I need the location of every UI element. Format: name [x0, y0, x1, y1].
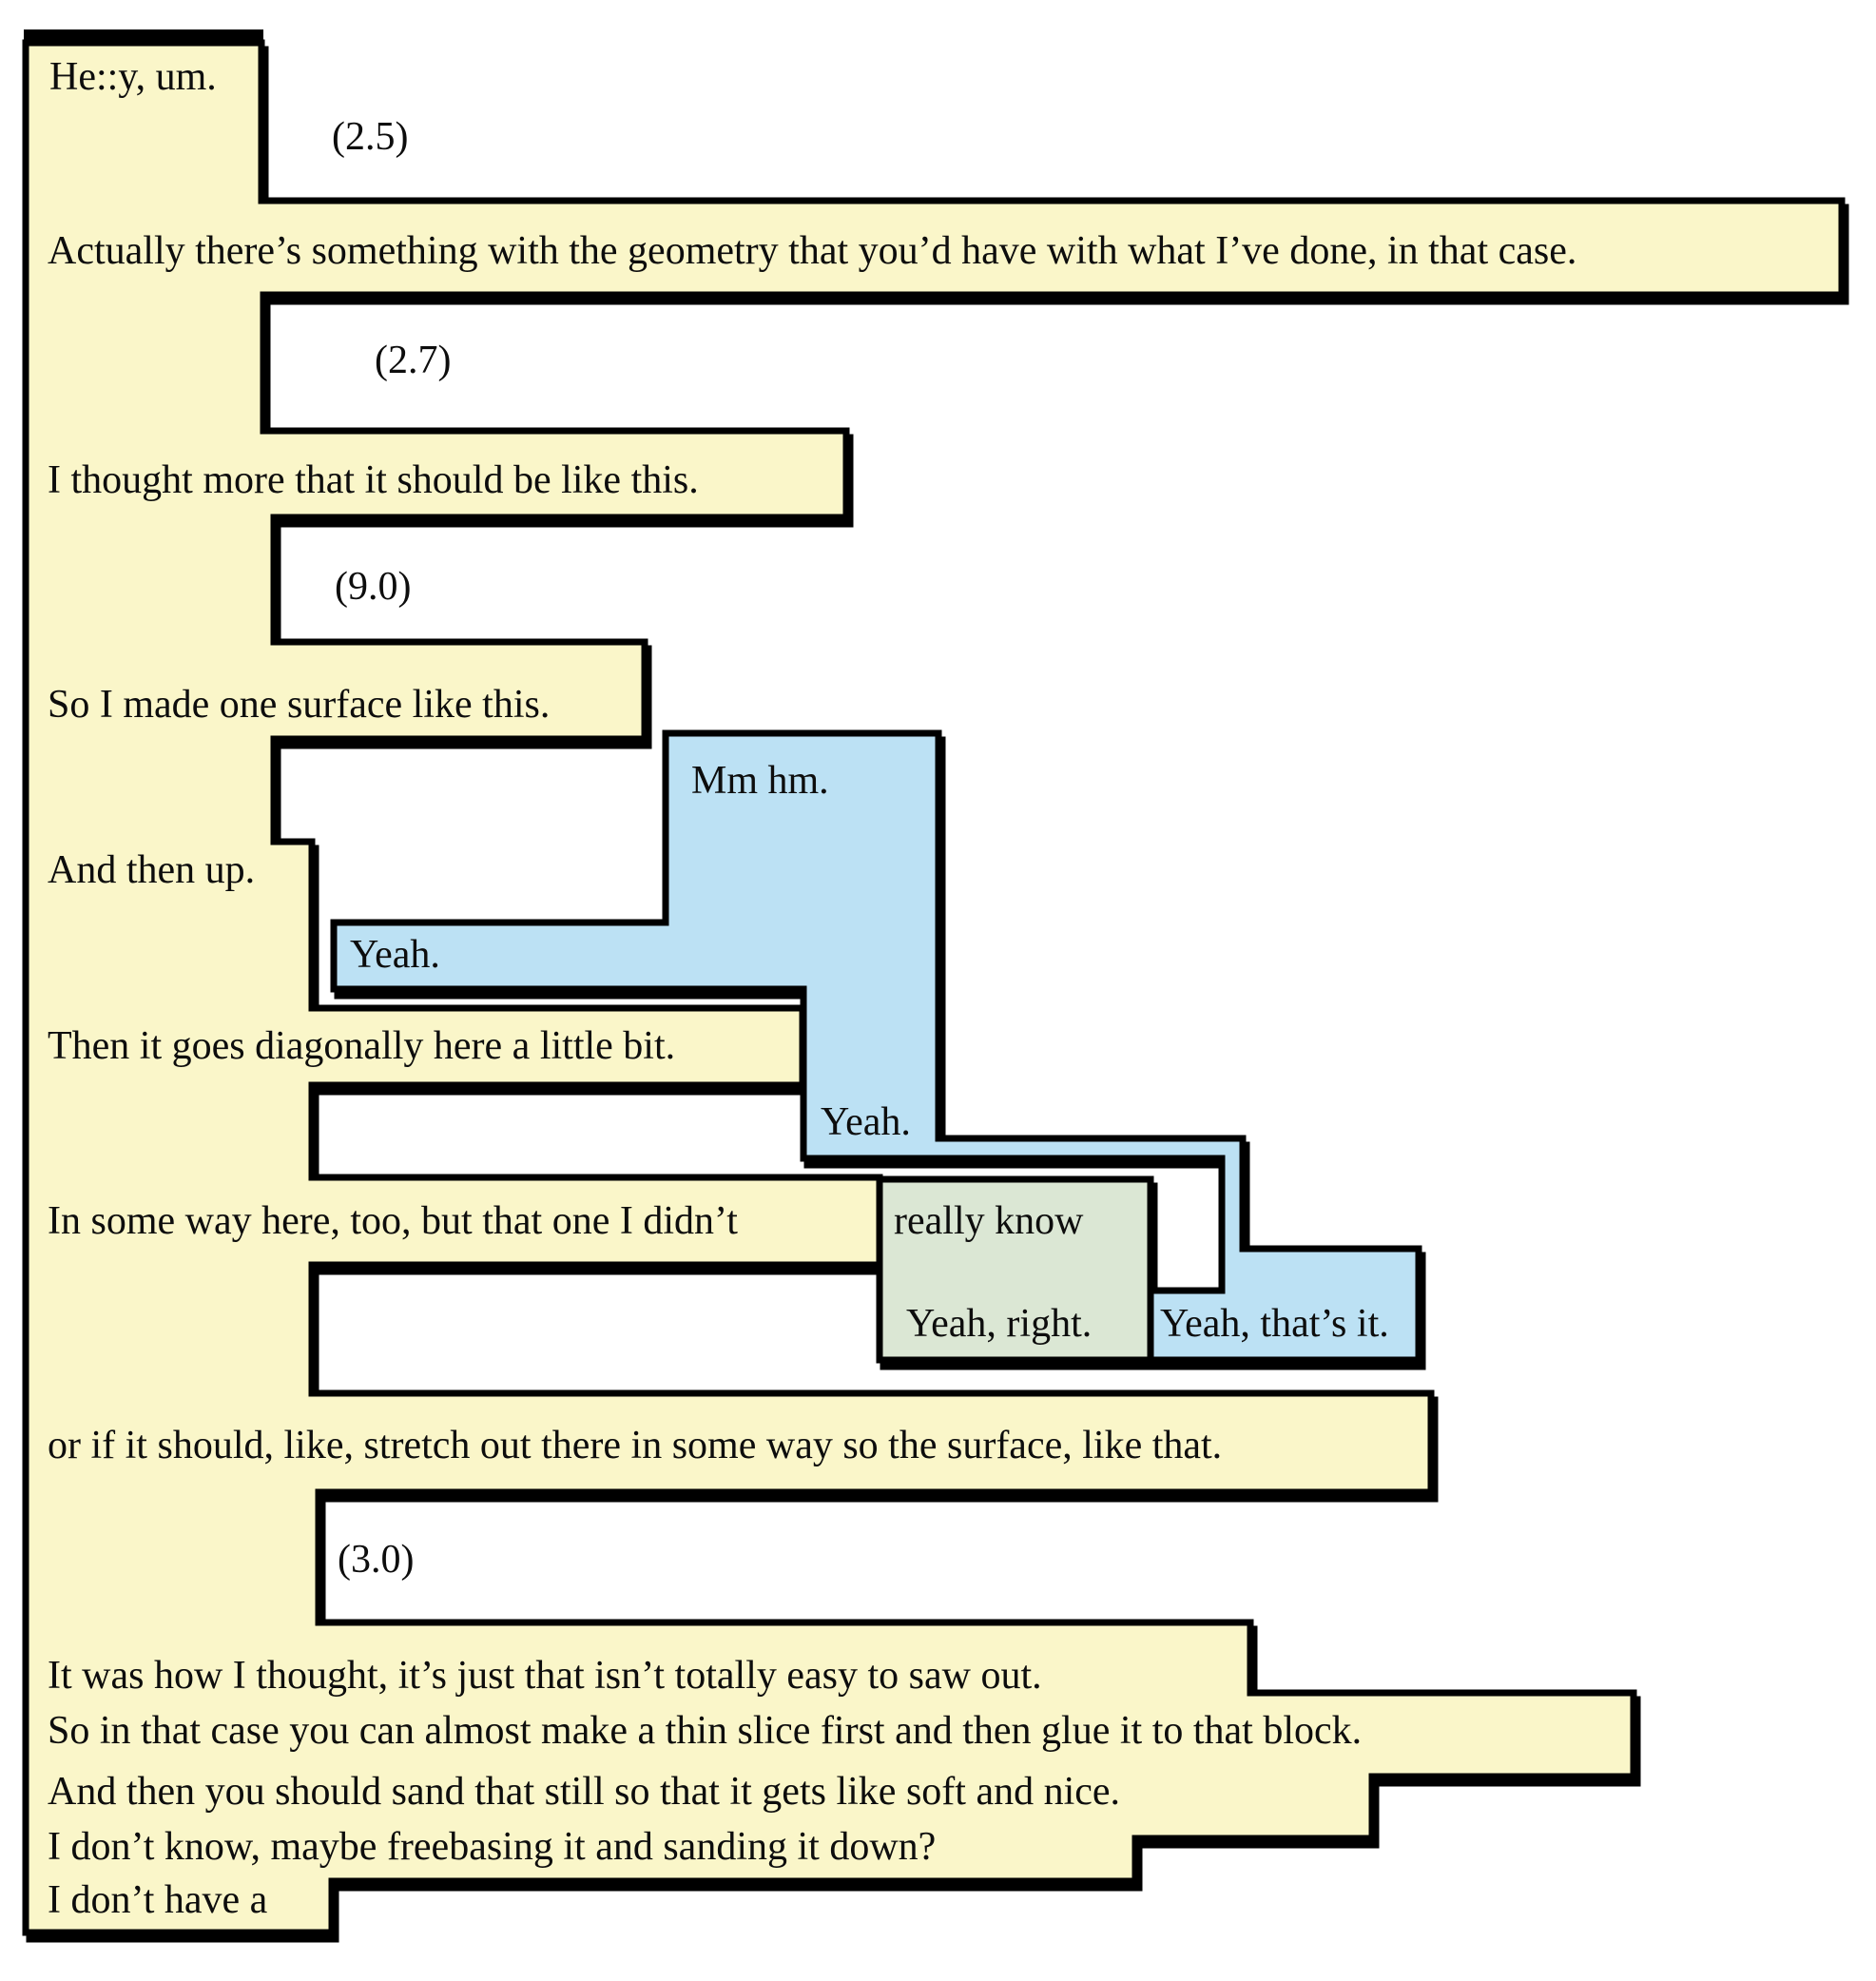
utterance-actually-geometry: Actually there’s something with the geom… — [48, 229, 1576, 273]
turn-start-marker-bar — [24, 29, 263, 45]
utterance-really-know: really know — [894, 1199, 1084, 1243]
utterance-i-dont-have-a: I don’t have a — [48, 1878, 268, 1922]
utterance-so-i-made-surface: So I made one surface like this. — [48, 683, 550, 727]
utterance-then-you-should-sand: And then you should sand that still so t… — [48, 1770, 1120, 1814]
utterance-yeah-2: Yeah. — [821, 1100, 911, 1144]
utterance-mm-hm: Mm hm. — [691, 759, 829, 803]
utterance-it-was-how-i-thought: It was how I thought, it’s just that isn… — [48, 1654, 1042, 1698]
utterance-heyy-um: He::y, um. — [49, 55, 217, 99]
pause-2-7: (2.7) — [375, 339, 451, 382]
pause-9-0: (9.0) — [335, 565, 411, 609]
utterance-yeah-1: Yeah. — [350, 933, 440, 977]
utterance-and-then-up: And then up. — [48, 848, 255, 892]
utterance-yeah-right: Yeah, right. — [906, 1302, 1092, 1346]
speaker-c-region — [876, 1175, 1154, 1364]
utterance-or-if-it-should: or if it should, like, stretch out there… — [48, 1424, 1222, 1467]
utterance-in-some-way-here: In some way here, too, but that one I di… — [48, 1199, 738, 1243]
pause-3-0: (3.0) — [338, 1538, 414, 1582]
utterance-yeah-thats-it: Yeah, that’s it. — [1160, 1302, 1389, 1346]
utterance-i-thought-more: I thought more that it should be like th… — [48, 458, 699, 502]
utterance-i-dont-know-maybe: I don’t know, maybe freebasing it and sa… — [48, 1825, 936, 1869]
utterance-goes-diagonally: Then it goes diagonally here a little bi… — [48, 1024, 675, 1068]
utterance-so-in-that-case: So in that case you can almost make a th… — [48, 1709, 1362, 1753]
pause-2-5: (2.5) — [332, 115, 408, 159]
speaker-a-region — [22, 39, 1846, 1936]
